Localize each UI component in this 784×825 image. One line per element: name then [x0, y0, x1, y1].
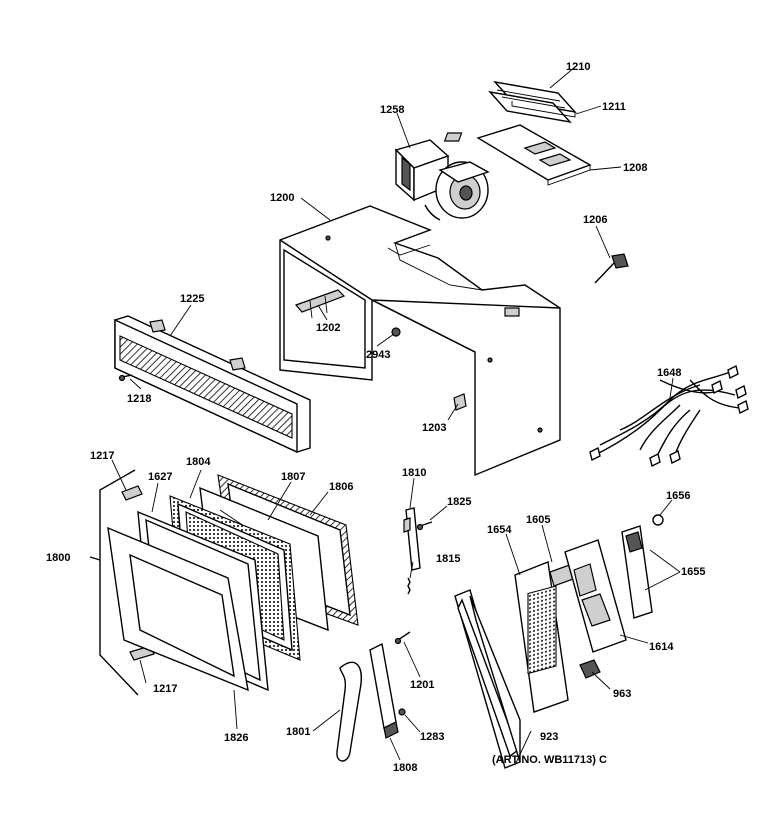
part-1208-plate	[443, 124, 592, 186]
label-1800: 1800	[46, 552, 70, 564]
part-1801-handle	[336, 661, 362, 762]
label-1655: 1655	[681, 566, 705, 578]
label-1200: 1200	[270, 192, 294, 204]
part-1206-cord	[594, 253, 629, 284]
part-1225-vent-grille	[114, 315, 311, 454]
part-963	[579, 659, 601, 679]
label-1202: 1202	[316, 322, 340, 334]
label-1810: 1810	[402, 467, 426, 479]
label-1206: 1206	[583, 214, 607, 226]
part-1201-screw	[394, 631, 411, 645]
label-2943: 2943	[366, 349, 390, 361]
label-1654: 1654	[487, 524, 512, 536]
label-1225: 1225	[180, 293, 204, 305]
part-1210-grille	[488, 80, 577, 124]
part-labels: 1210 1211 1258 1208 1200 1206 1225 1202 …	[46, 61, 705, 774]
label-1804: 1804	[186, 456, 211, 468]
part-1258-blower	[394, 139, 490, 221]
part-1614-control-board	[564, 539, 627, 653]
label-1648: 1648	[657, 367, 681, 379]
art-number-label: (ART NO. WB11713) C	[492, 754, 607, 766]
part-1202-bracket	[294, 289, 346, 319]
part-1800-door-assembly-outline	[89, 469, 139, 696]
label-1218: 1218	[127, 393, 151, 405]
part-1815-spring	[407, 577, 411, 595]
label-1825: 1825	[447, 496, 471, 508]
part-1810-latch	[403, 507, 421, 571]
label-1806: 1806	[329, 481, 353, 493]
label-1627: 1627	[148, 471, 172, 483]
part-1825-screw	[416, 521, 433, 531]
part-923-control-frame	[454, 589, 521, 769]
label-1217-bottom: 1217	[153, 683, 177, 695]
label-1211: 1211	[602, 101, 626, 113]
label-1808: 1808	[393, 762, 417, 774]
label-1605: 1605	[526, 514, 550, 526]
label-1656: 1656	[666, 490, 690, 502]
part-1654-keypad	[514, 561, 569, 713]
label-1201: 1201	[410, 679, 434, 691]
label-1826: 1826	[224, 732, 248, 744]
label-1203: 1203	[422, 422, 446, 434]
part-1826-door-panel	[107, 526, 249, 692]
part-1655-board	[621, 525, 653, 619]
part-1656	[652, 514, 664, 526]
part-1808-bar	[369, 642, 399, 739]
label-923: 923	[540, 731, 558, 743]
label-963: 963	[613, 688, 631, 700]
label-1807: 1807	[281, 471, 305, 483]
part-1218-screw	[118, 374, 133, 382]
label-1210: 1210	[566, 61, 590, 73]
label-1283: 1283	[420, 731, 444, 743]
part-1200-cabinet	[279, 205, 561, 477]
label-1614: 1614	[649, 641, 674, 653]
label-1217-top: 1217	[90, 450, 114, 462]
label-1258: 1258	[380, 104, 404, 116]
label-1801: 1801	[286, 726, 310, 738]
part-1283	[398, 708, 406, 716]
part-1648-wire-harness	[589, 364, 749, 468]
part-1217-hinge-top	[121, 485, 143, 501]
label-1815: 1815	[436, 553, 460, 565]
leader-lines	[111, 66, 681, 766]
label-1208: 1208	[623, 162, 647, 174]
